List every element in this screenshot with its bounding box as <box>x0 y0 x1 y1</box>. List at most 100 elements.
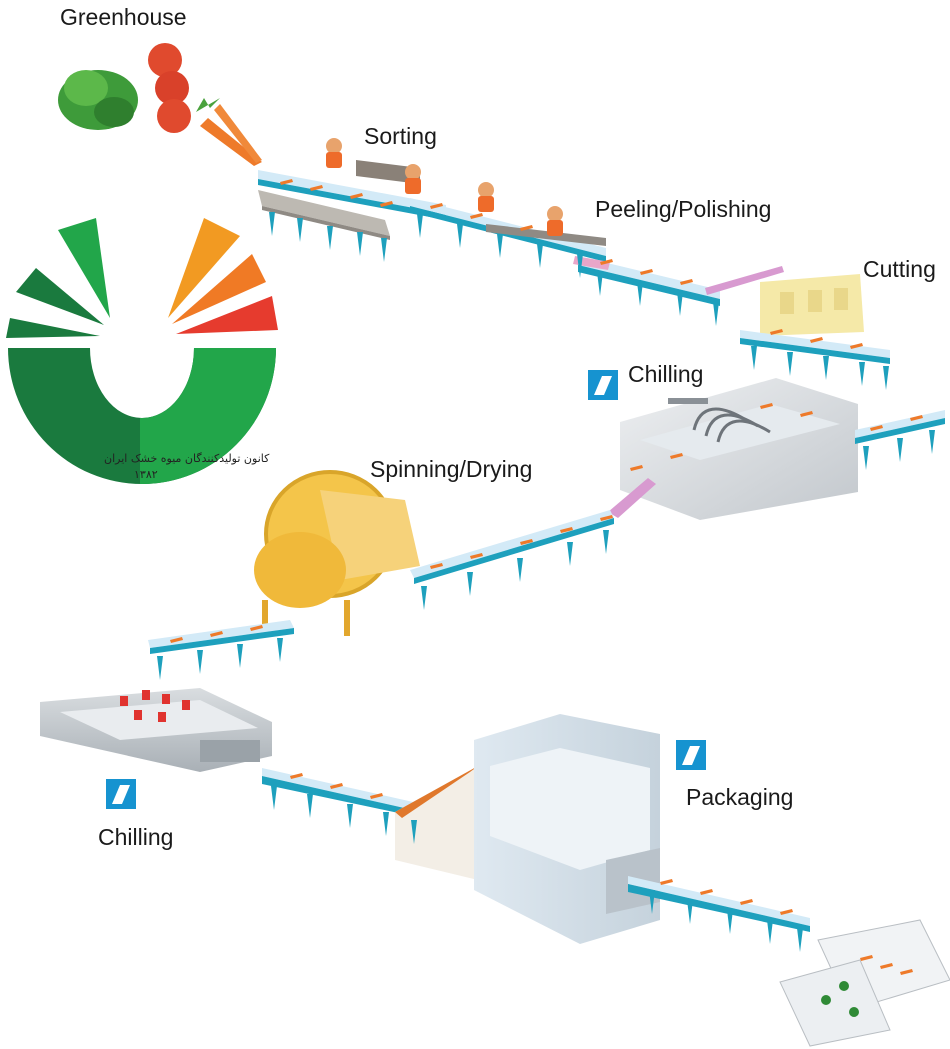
carrot-piece <box>880 963 893 969</box>
packaging-exit-conveyor <box>628 876 810 932</box>
carrot-pieces <box>170 179 923 975</box>
chilling-tank-top <box>608 378 858 520</box>
conveyor-leg <box>277 638 283 662</box>
conveyor-leg <box>237 644 243 668</box>
stage-label-greenhouse: Greenhouse <box>60 4 187 30</box>
conveyor-leg <box>649 890 655 914</box>
conveyor-leg <box>751 346 757 370</box>
stage-label-sorting: Sorting <box>364 123 437 149</box>
conveyor-leg <box>307 794 313 818</box>
conveyor-leg <box>677 292 683 316</box>
worker-icon <box>326 138 563 236</box>
al-logo-icon <box>588 370 618 400</box>
carrot-piece <box>310 185 323 191</box>
carrot-piece <box>210 631 223 637</box>
stage-label-spinning: Spinning/Drying <box>370 456 533 482</box>
conveyor-leg <box>637 282 643 306</box>
carrot-piece <box>470 553 483 559</box>
packaging-machine <box>474 714 660 944</box>
carrot-piece <box>290 773 303 779</box>
conveyor-leg <box>517 558 523 582</box>
conveyor-leg <box>297 218 303 242</box>
conveyor-leg <box>767 920 773 944</box>
conveyor-leg <box>687 900 693 924</box>
al-logo-icon <box>676 740 706 770</box>
chilling-tunnel-bottom <box>40 688 272 772</box>
conveyor-leg <box>383 812 389 836</box>
drying-conveyor <box>410 510 614 584</box>
logo-ray-5 <box>172 254 266 324</box>
conveyor-leg <box>157 656 163 680</box>
carrot-piece <box>630 465 643 471</box>
spinner-drum <box>254 470 420 636</box>
carrot-piece <box>520 225 533 231</box>
stage-label-peeling: Peeling/Polishing <box>595 196 772 222</box>
association-logo <box>6 218 278 485</box>
conveyor-leg <box>497 234 503 258</box>
carrot-piece <box>330 783 343 789</box>
carrot-piece <box>660 879 673 885</box>
conveyor-leg <box>347 804 353 828</box>
conveyor-leg <box>727 910 733 934</box>
logo-ray-1 <box>58 218 110 318</box>
carrot-piece <box>850 343 863 349</box>
carrot-piece <box>810 337 823 343</box>
conveyor-leg <box>411 820 417 844</box>
logo-ray-2 <box>16 268 104 325</box>
carrot-piece <box>640 269 653 275</box>
carrot-piece <box>280 179 293 185</box>
carrot-piece <box>780 909 793 915</box>
conveyor-leg <box>327 226 333 250</box>
carrot-piece <box>600 259 613 265</box>
carrot-piece <box>470 213 483 219</box>
conveyor-leg <box>269 212 275 236</box>
carrot-piece <box>370 793 383 799</box>
logo-year: ۱۳۸۲ <box>134 468 158 481</box>
stage-label-packaging: Packaging <box>686 784 794 810</box>
conveyor-leg <box>823 356 829 380</box>
cutting-machine <box>760 274 864 336</box>
conveyor-leg <box>271 786 277 810</box>
carrot-piece <box>860 955 873 961</box>
carrot-piece <box>740 899 753 905</box>
chilling-exit-conveyor-bottom <box>262 766 478 880</box>
logo-text-fa: کانون تولیدکنندگان میوه خشک ایران <box>104 452 270 465</box>
carrot-piece <box>430 563 443 569</box>
conveyor-leg <box>421 586 427 610</box>
conveyor-leg <box>713 302 719 326</box>
stage-label-chilling-bottom: Chilling <box>98 824 174 850</box>
conveyor-leg <box>417 214 423 238</box>
carrot-piece <box>700 889 713 895</box>
conveyor-leg <box>883 366 889 390</box>
carrot-piece <box>380 201 393 207</box>
carrot-piece <box>900 969 913 975</box>
carrot-piece <box>910 415 923 421</box>
conveyor-leg <box>797 928 803 952</box>
conveyor-leg <box>381 238 387 262</box>
carrot-piece <box>760 403 773 409</box>
carrot-piece <box>870 425 883 431</box>
conveyor-leg <box>929 430 935 454</box>
conveyor-leg <box>603 530 609 554</box>
al-logo-icon <box>106 779 136 809</box>
carrot-piece <box>770 329 783 335</box>
conveyor-leg <box>197 650 203 674</box>
conveyor-leg <box>577 254 583 278</box>
conveyor-leg <box>467 572 473 596</box>
carrot-piece <box>800 411 813 417</box>
conveyor-leg <box>863 446 869 470</box>
stage-label-chilling-top: Chilling <box>628 361 704 387</box>
logo-ray-3 <box>6 318 100 338</box>
logo-ray-6 <box>176 296 278 334</box>
sorting-conveyor <box>410 198 606 262</box>
conveyor-leg <box>357 232 363 256</box>
vegetables-icon <box>58 43 262 166</box>
logo-ray-4 <box>168 218 240 318</box>
conveyor-leg <box>897 438 903 462</box>
conveyor-leg <box>567 542 573 566</box>
conveyor-leg <box>787 352 793 376</box>
packaged-bags <box>779 919 950 1047</box>
carrot-piece <box>250 625 263 631</box>
cutting-conveyor <box>740 330 890 364</box>
